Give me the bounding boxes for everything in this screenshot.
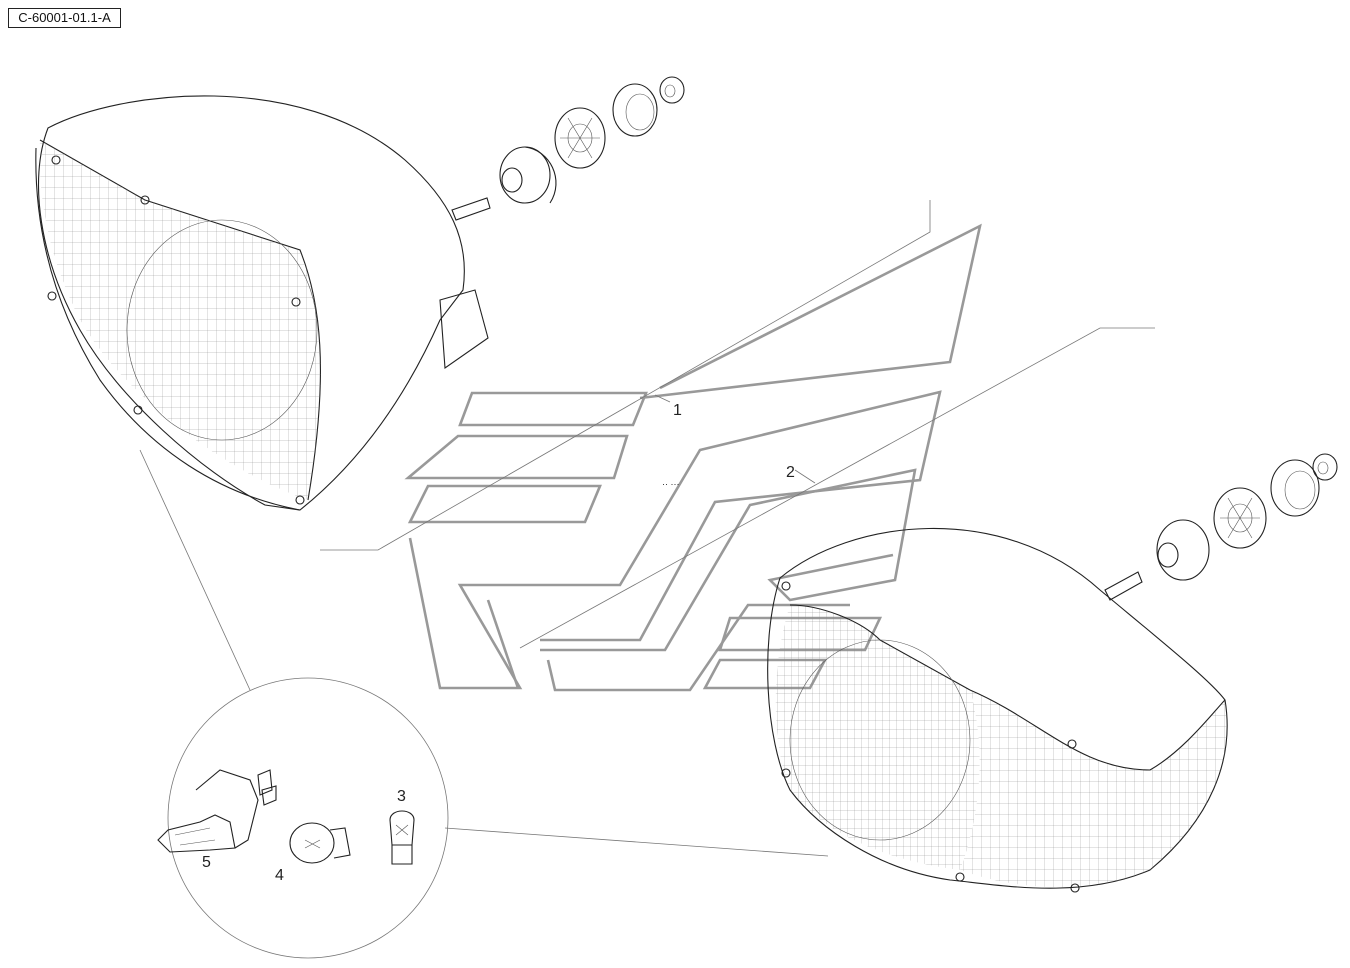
callout-5: 5 — [202, 854, 211, 871]
mount-hardware-left — [499, 76, 685, 204]
callout-3: 3 — [397, 788, 406, 805]
headlamp-left-icon — [35, 95, 491, 511]
decorative-mark: ·· ··· — [662, 479, 680, 489]
callout-2: 2 — [786, 464, 795, 481]
callout-4: 4 — [275, 867, 284, 884]
headlamp-right-icon — [767, 527, 1228, 893]
logo-watermark-icon — [404, 223, 982, 692]
bulb-ba9s-icon — [389, 810, 415, 865]
drawing-code-label: C-60001-01.1-A — [8, 8, 121, 28]
mount-hardware-right — [1156, 453, 1338, 581]
bulb-inset — [157, 677, 449, 959]
bulb-h4-icon — [157, 769, 277, 853]
leader-lines — [139, 200, 1155, 857]
bulb-ba15s-icon — [289, 822, 351, 864]
callout-1: 1 — [673, 402, 682, 419]
